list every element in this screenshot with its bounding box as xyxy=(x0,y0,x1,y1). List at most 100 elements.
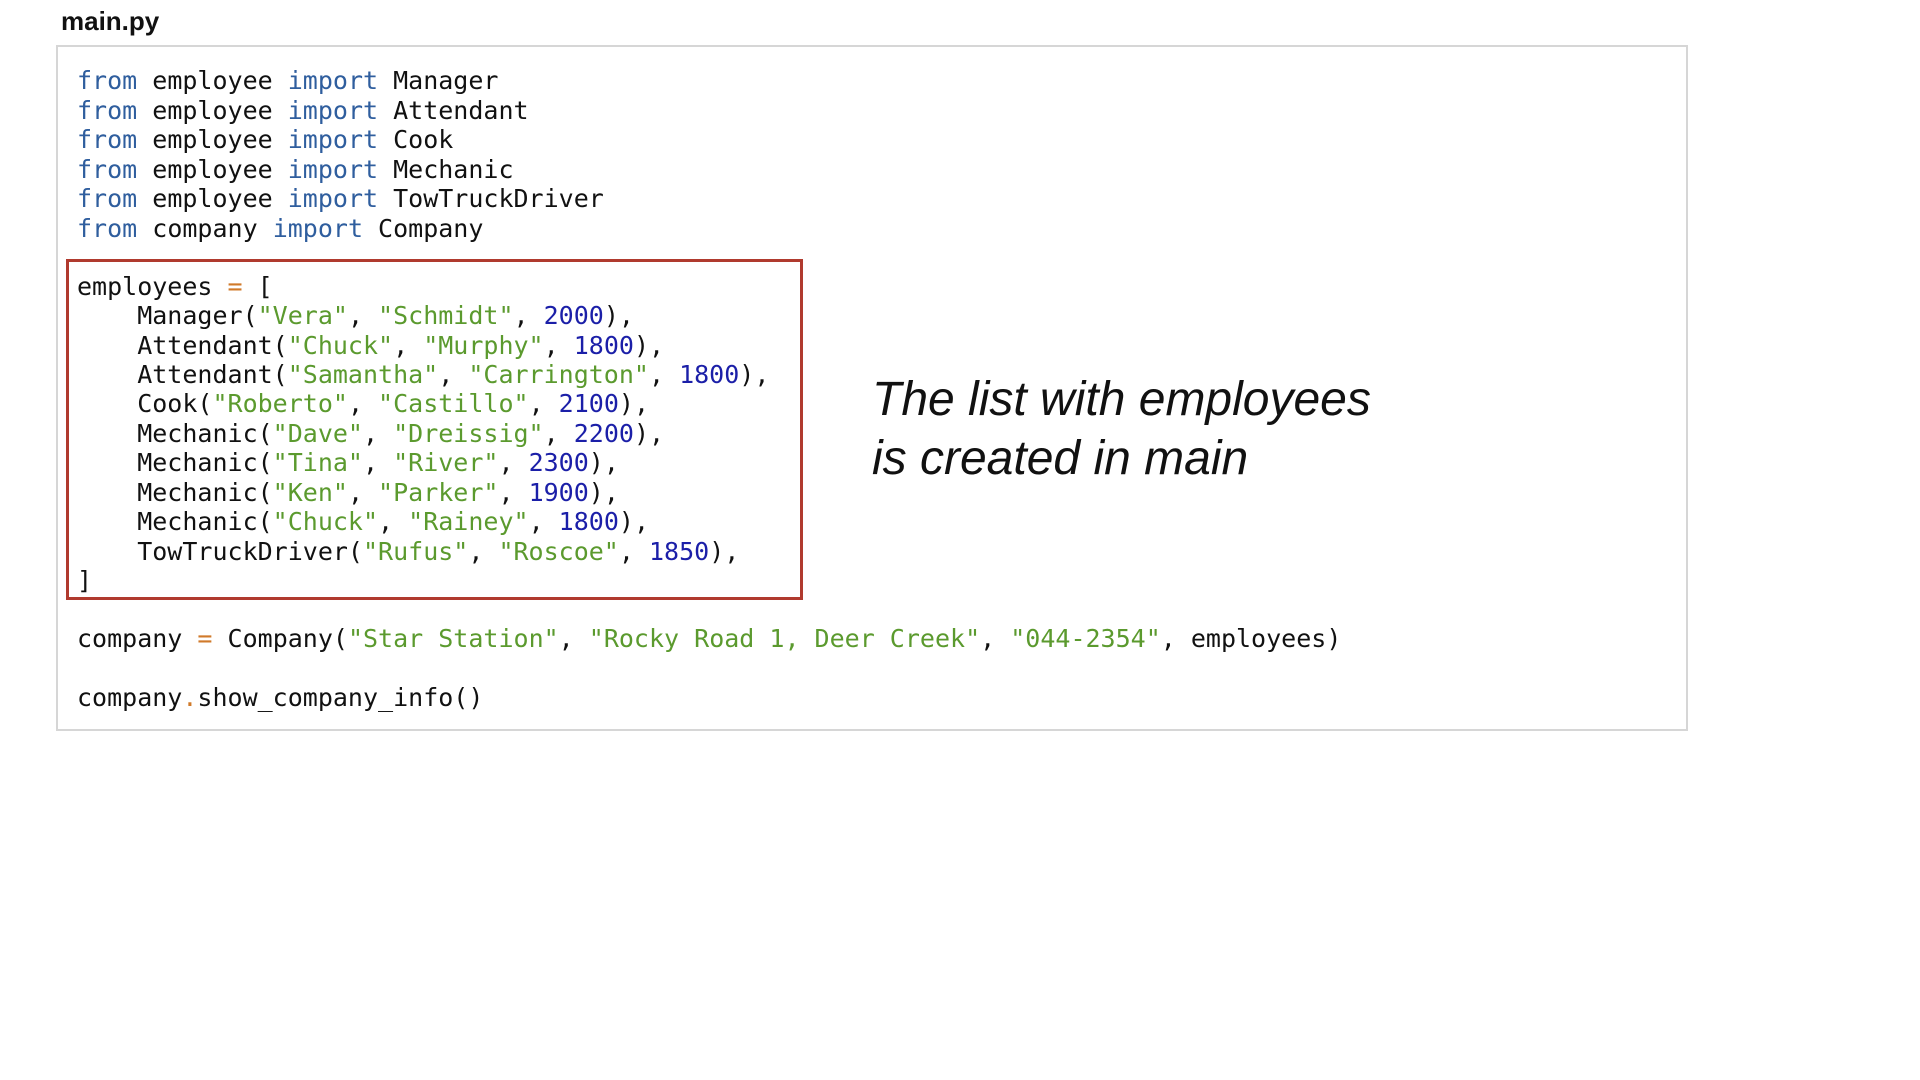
code-text: ), xyxy=(618,507,649,536)
annotation-line-2: is created in main xyxy=(872,432,1249,485)
code-text: , xyxy=(468,537,499,566)
code-text: ), xyxy=(618,389,649,418)
code-keyword: from xyxy=(77,125,138,154)
code-keyword: from xyxy=(77,155,138,184)
code-text: , xyxy=(362,419,394,448)
code-text: ), xyxy=(588,478,619,507)
code-string: "Rainey" xyxy=(408,507,529,536)
code-text: Mechanic( xyxy=(77,507,273,536)
code-text: , xyxy=(513,301,544,330)
code-text: , employees) xyxy=(1160,624,1342,653)
code-string: "Chuck" xyxy=(272,507,379,536)
code-text: show_company_info() xyxy=(197,683,484,712)
code-number: 1800 xyxy=(573,331,634,360)
code-text: ), xyxy=(633,419,665,448)
code-keyword: import xyxy=(287,125,379,154)
code-string: "Tina" xyxy=(272,448,363,477)
code-text: ), xyxy=(588,448,619,477)
code-number: 1900 xyxy=(528,478,589,507)
code-string: "Murphy" xyxy=(423,331,544,360)
code-number: 2000 xyxy=(543,301,604,330)
code-string: "Chuck" xyxy=(287,331,394,360)
code-text: Cook( xyxy=(77,389,213,418)
code-line: from employee import TowTruckDriver xyxy=(77,184,604,213)
code-text: Company xyxy=(363,214,484,243)
annotation-line-1: The list with employees xyxy=(872,373,1371,426)
code-keyword: import xyxy=(287,155,379,184)
code-keyword: from xyxy=(77,66,138,95)
code-text: , xyxy=(648,360,680,389)
code-line: from company import Company xyxy=(77,214,483,243)
code-text: Attendant xyxy=(378,96,529,125)
code-text: Mechanic( xyxy=(77,448,273,477)
code-text: employee xyxy=(137,155,288,184)
code-panel xyxy=(56,45,1688,731)
code-line: from employee import Cook xyxy=(77,125,453,154)
code-text: , xyxy=(393,331,424,360)
annotation-text: The list with employees is created in ma… xyxy=(872,370,1371,488)
code-keyword: from xyxy=(77,214,138,243)
code-text: , xyxy=(980,624,1011,653)
code-number: 1850 xyxy=(648,537,710,566)
employees-highlight-box xyxy=(66,259,803,600)
code-text: company xyxy=(77,683,183,712)
code-string: "Vera" xyxy=(257,301,348,330)
code-text: TowTruckDriver xyxy=(378,184,604,213)
code-text: Cook xyxy=(378,125,454,154)
code-text: employee xyxy=(137,184,288,213)
code-string: "Roberto" xyxy=(212,389,348,418)
code-line: Attendant("Chuck", "Murphy", 1800), xyxy=(77,331,664,360)
code-text: Attendant( xyxy=(77,360,288,389)
code-text: , xyxy=(438,360,469,389)
code-text: company xyxy=(137,214,273,243)
code-number: 1800 xyxy=(679,360,740,389)
code-string: "Rocky Road 1, Deer Creek" xyxy=(588,624,981,653)
code-keyword: from xyxy=(77,96,138,125)
code-line: employees = [ xyxy=(77,272,273,301)
code-text: , xyxy=(362,448,394,477)
code-text: employee xyxy=(137,125,288,154)
code-text: ), xyxy=(709,537,740,566)
code-text: Manager xyxy=(378,66,499,95)
code-line: company = Company("Star Station", "Rocky… xyxy=(77,624,1341,653)
code-text: Mechanic xyxy=(378,155,514,184)
code-text: ), xyxy=(603,301,634,330)
code-text: Mechanic( xyxy=(77,478,273,507)
code-line: Attendant("Samantha", "Carrington", 1800… xyxy=(77,360,769,389)
code-string: "Parker" xyxy=(378,478,499,507)
code-text: , xyxy=(558,624,589,653)
code-text: , xyxy=(498,478,529,507)
code-text: ), xyxy=(739,360,770,389)
code-keyword: from xyxy=(77,184,138,213)
code-text: , xyxy=(528,507,559,536)
code-keyword: import xyxy=(272,214,363,243)
code-number: 1800 xyxy=(558,507,619,536)
code-line: Cook("Roberto", "Castillo", 2100), xyxy=(77,389,649,418)
code-keyword: import xyxy=(287,96,379,125)
code-string: "Rufus" xyxy=(362,537,469,566)
code-string: "Schmidt" xyxy=(378,301,514,330)
code-string: "Ken" xyxy=(272,478,348,507)
code-string: "Dave" xyxy=(272,419,363,448)
code-operator: . xyxy=(182,683,198,712)
code-string: "044-2354" xyxy=(1010,624,1161,653)
code-text: , xyxy=(543,331,574,360)
code-text: employee xyxy=(137,96,288,125)
code-text: ), xyxy=(633,331,665,360)
code-line: Manager("Vera", "Schmidt", 2000), xyxy=(77,301,634,330)
code-line: TowTruckDriver("Rufus", "Roscoe", 1850), xyxy=(77,537,739,566)
code-string: "Castillo" xyxy=(378,389,529,418)
code-operator: = xyxy=(197,624,213,653)
code-string: "Dreissig" xyxy=(393,419,544,448)
code-text: , xyxy=(378,507,409,536)
code-text: company xyxy=(77,624,198,653)
code-text: , xyxy=(528,389,559,418)
code-keyword: import xyxy=(287,66,379,95)
code-line: Mechanic("Tina", "River", 2300), xyxy=(77,448,619,477)
code-text: , xyxy=(498,448,529,477)
code-string: "Star Station" xyxy=(347,624,559,653)
code-line: Mechanic("Dave", "Dreissig", 2200), xyxy=(77,419,664,448)
code-line: from employee import Mechanic xyxy=(77,155,514,184)
code-text: , xyxy=(618,537,649,566)
code-text: , xyxy=(347,478,379,507)
